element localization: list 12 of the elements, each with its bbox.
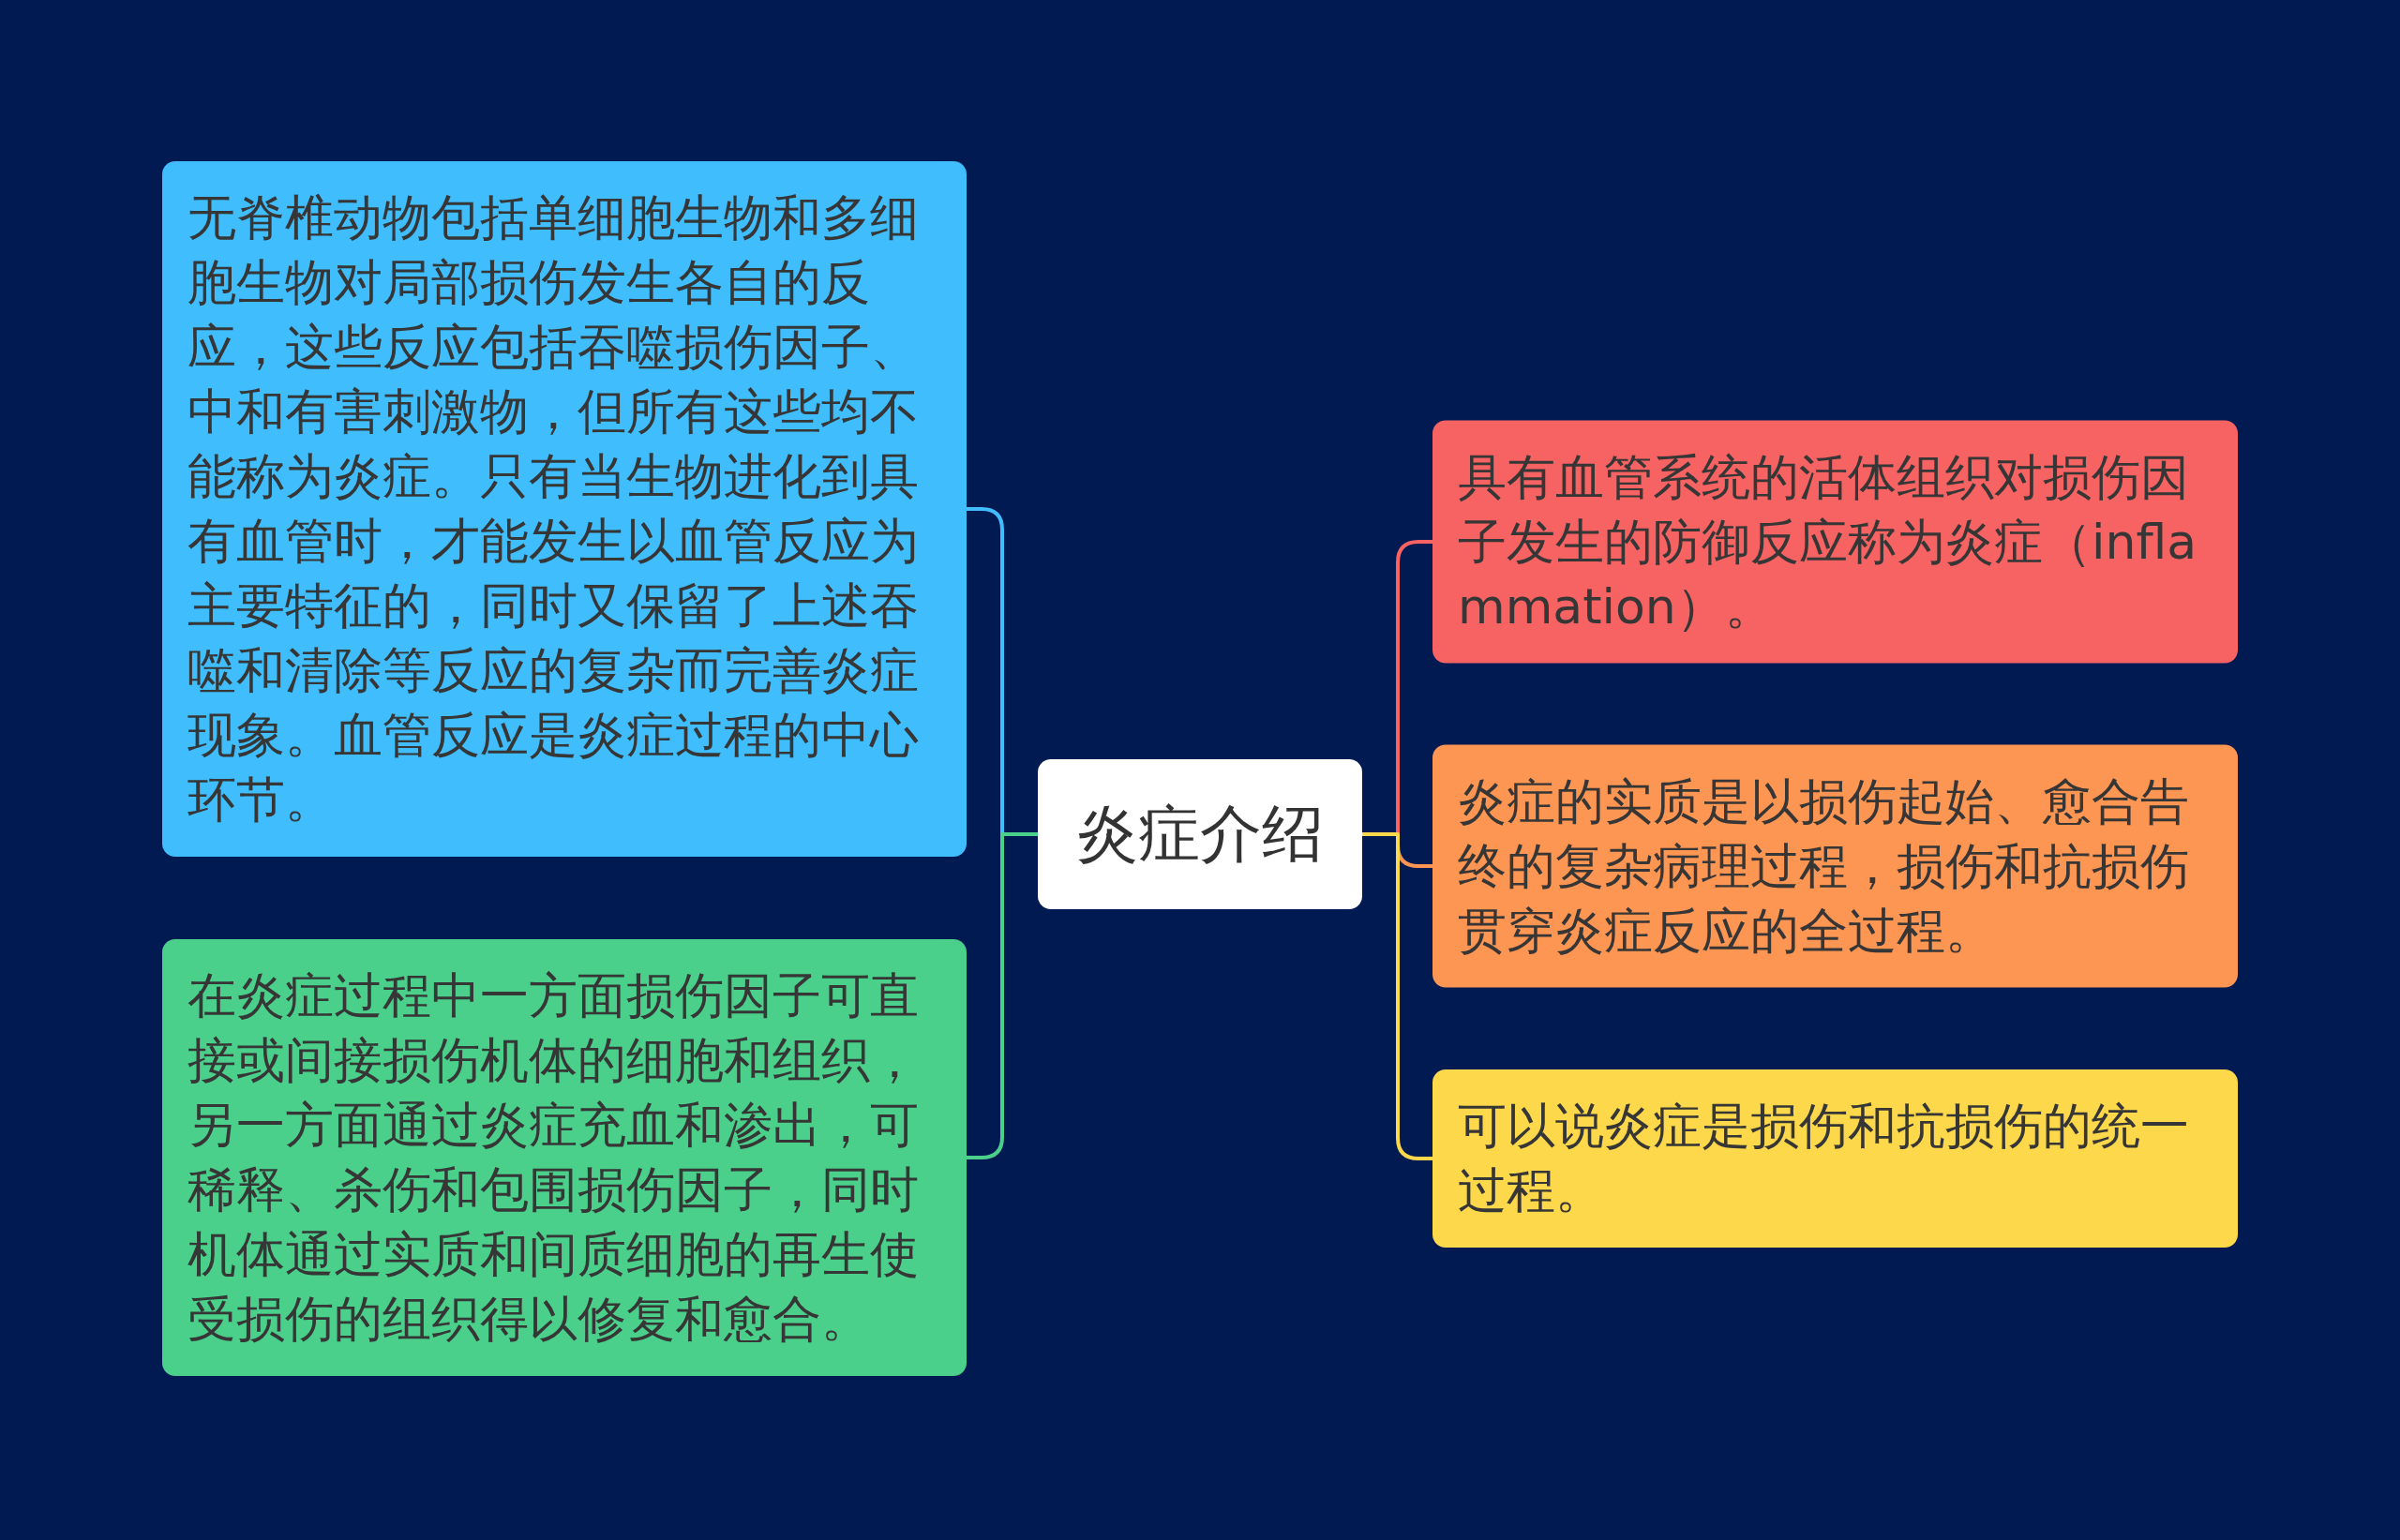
central-topic-text: 炎症介绍 <box>1076 797 1324 872</box>
topic-text: 具有血管系统的活体组织对损伤因子发生的防御反应称为炎症（inflammation）。 <box>1458 447 2198 636</box>
topic-card <box>1432 1069 2238 1248</box>
topic-card <box>1432 420 2238 664</box>
topic-card <box>1432 744 2238 988</box>
topic-card <box>162 939 967 1376</box>
topic-text: 炎症的实质是以损伤起始、愈合告终的复杂病理过程，损伤和抗损伤贯穿炎症反应的全过程。 <box>1458 771 2190 961</box>
topic-text: 可以说炎症是损伤和抗损伤的统一过程。 <box>1458 1097 2190 1220</box>
topic-card <box>162 161 967 857</box>
topic-text: 在炎症过程中一方面损伤因子可直接或间接损伤机体的细胞和组织，另一方面通过炎症充血和渗出，可稀释、杀伤和包围损伤因子，同时机体通过实质和间质细胞的再生使受损伤的组织得以修复和愈合。 <box>188 966 920 1349</box>
central-topic-box <box>1038 759 1362 909</box>
topic-text: 无脊椎动物包括单细胞生物和多细胞生物对局部损伤发生各自的反应，这些反应包括吞噬损伤因子、中和有害刺激物，但所有这些均不能称为炎症。只有当生物进化到具有血管时，才能发生以血管反应为主要特征的，同时又保留了上述吞噬和清除等反应的复杂而完善炎症现象。血管反应是炎症过程的中心环节。 <box>188 188 920 830</box>
